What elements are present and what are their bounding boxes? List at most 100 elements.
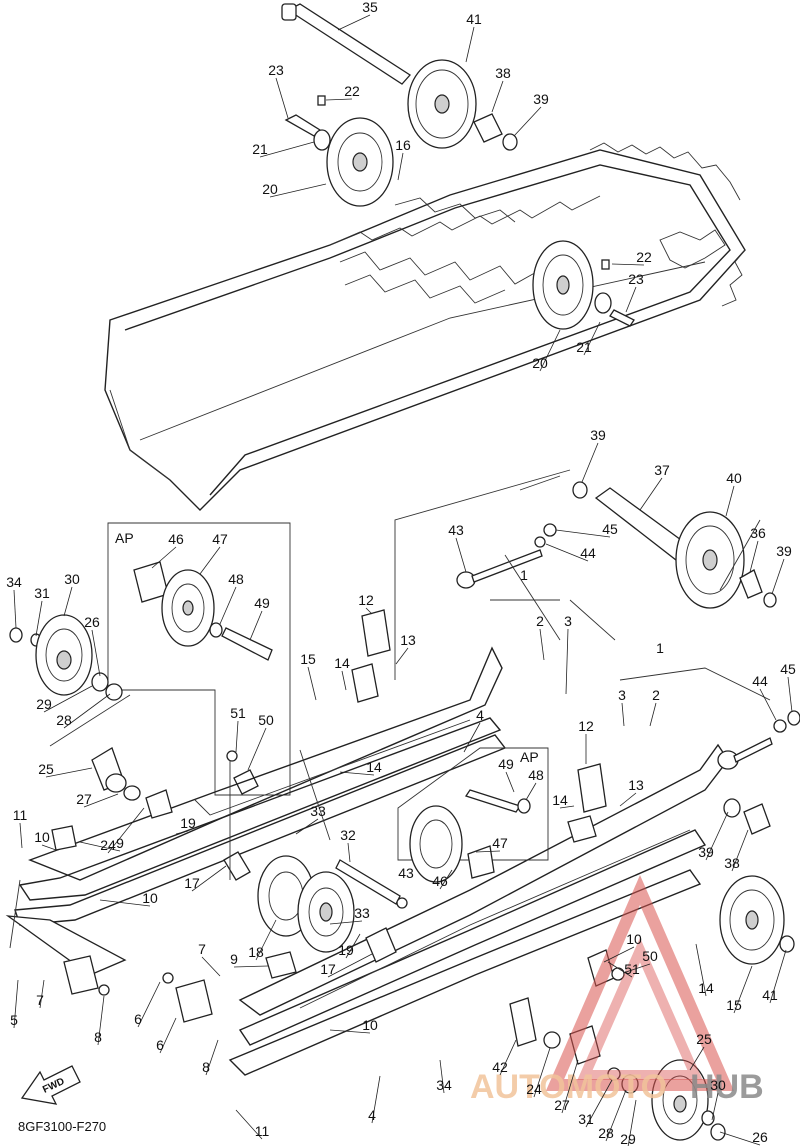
leader-line [339,771,375,776]
callout-39: 39 [590,427,606,443]
leader-line [35,600,43,637]
watermark-triangle [545,874,735,1091]
callout-20: 20 [262,181,278,197]
leader-line [533,1047,551,1098]
callout-26: 26 [752,1129,768,1145]
leader-line [625,286,637,313]
leader-line [555,529,611,538]
callout-17: 17 [320,961,336,977]
callout-34: 34 [6,574,22,590]
callout-15: 15 [726,997,742,1013]
collar-17-left [223,851,251,881]
right-collar-38 [723,798,771,835]
callout-11: 11 [255,1123,270,1139]
callout-34: 34 [436,1077,452,1093]
callout-44: 44 [752,673,768,689]
leader-line [695,943,707,997]
callout-21: 21 [252,141,268,157]
bolt-23-right [609,309,635,327]
leader-line [505,771,515,793]
right-parts-bolt-43 [717,710,800,770]
collar-21-top [313,129,331,151]
callout-9: 9 [116,835,124,851]
leader-line [137,981,161,1028]
block-12-left [351,609,391,703]
callout-24: 24 [100,837,116,853]
leader-line [463,722,481,753]
leader-line [513,106,542,137]
callout-33: 33 [354,905,370,921]
leader-line [583,321,601,356]
callout-44: 44 [580,545,596,561]
watermark-text-left: AUTOMOTO [470,1068,667,1106]
inset-label-ap-1: AP [115,530,134,546]
leader-line [581,442,599,483]
bolt-23-top [284,114,322,137]
callout-49: 49 [498,756,514,772]
callout-10: 10 [362,1017,378,1033]
callout-47: 47 [212,531,228,547]
callout-2: 2 [652,687,660,703]
leader-line [649,702,657,727]
leader-line [561,1059,579,1114]
leader-line [585,1079,613,1128]
leader-line [295,818,319,835]
callout-48: 48 [228,571,244,587]
leader-line [545,543,589,562]
leader-line [235,720,239,753]
leader-line [255,919,277,961]
wheel-41-lower [719,875,795,965]
callout-19: 19 [338,942,354,958]
nut-22-top [317,95,326,106]
leader-line [201,956,221,977]
leader-line [329,920,363,925]
collar-36 [739,569,763,599]
wheel-40 [675,511,745,609]
leader-line [45,767,93,778]
callout-8: 8 [202,1059,210,1075]
leader-line [191,865,227,892]
washer-39-top [502,133,518,151]
callout-27: 27 [554,1097,570,1113]
callout-36: 36 [750,525,766,541]
leader-line [787,676,793,713]
wheel-20-top [326,117,394,207]
callout-41: 41 [762,987,778,1003]
leader-line [689,1046,705,1071]
callout-38: 38 [724,855,740,871]
wheel-20-right [532,240,594,330]
callout-35: 35 [362,0,378,15]
callout-5: 5 [10,1012,18,1028]
callout-1: 1 [656,640,664,656]
inset-box-ap-right: AP [397,747,549,883]
leader-line [539,628,545,661]
callout-31: 31 [578,1111,594,1127]
leader-line [235,1109,263,1140]
lower-left-slider-6 [63,955,213,1023]
callout-26: 26 [84,614,100,630]
leader-line [603,946,635,963]
leader-line [731,829,749,872]
axle-35 [281,3,411,85]
leader-line [275,77,289,119]
leader-line [151,546,177,569]
callout-6: 6 [134,1011,142,1027]
leader-line [247,727,267,771]
leader-line [83,793,119,808]
inset-box-ap-left: AP [107,522,291,796]
collar-38-top [473,113,503,143]
washer-39-right [763,592,777,608]
callout-6: 6 [156,1037,164,1053]
callout-27: 27 [76,791,92,807]
leader-line [465,26,475,63]
callout-49: 49 [254,595,270,611]
leader-line [269,183,327,198]
bracket-25 [91,747,141,801]
leader-line [733,965,753,1014]
collar-21-right [594,292,612,314]
left-wheel-30 [9,614,123,701]
callout-39: 39 [533,91,549,107]
inset-label-ap-2: AP [520,749,539,765]
leader-line [759,688,777,721]
